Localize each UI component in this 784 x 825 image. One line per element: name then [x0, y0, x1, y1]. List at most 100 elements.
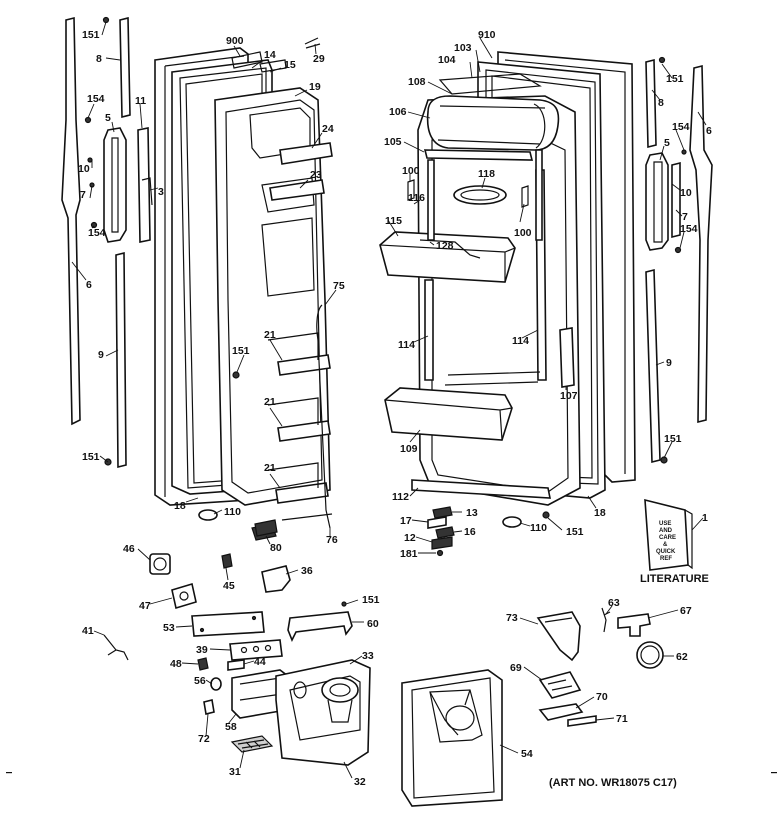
spring-63 — [601, 607, 611, 633]
callout-21-a: 21 — [264, 329, 276, 341]
callout-105: 105 — [384, 136, 402, 148]
callout-75: 75 — [333, 280, 345, 292]
callout-100-a: 100 — [402, 165, 420, 177]
callout-17: 17 — [400, 515, 412, 527]
callout-39: 39 — [196, 644, 208, 656]
callout-100-b: 100 — [514, 227, 532, 239]
freezer-door-shelf-23 — [269, 179, 325, 201]
callout-56: 56 — [194, 675, 206, 687]
leader-lines — [71, 21, 707, 779]
edge-mark-right — [771, 772, 777, 774]
callout-8-a: 8 — [96, 53, 102, 65]
freezer-door-shelf-21a — [277, 354, 331, 376]
callout-110-a: 110 — [224, 506, 241, 518]
callout-112: 112 — [392, 491, 409, 503]
callout-labels: 900 14 15 29 19 24 23 151 8 11 154 5 10 … — [78, 29, 712, 788]
literature-booklet-group: USE AND CARE & QUICK REF LITERATURE — [640, 498, 709, 585]
ice-chute-73 — [536, 611, 581, 662]
callout-108: 108 — [408, 76, 426, 88]
right-handle-mount — [671, 161, 681, 239]
callout-7-b: 7 — [682, 211, 688, 223]
callout-6-a: 6 — [86, 279, 92, 291]
callout-53: 53 — [163, 622, 175, 634]
callout-9-a: 9 — [98, 349, 104, 361]
left-handle-trim-6 — [61, 16, 81, 426]
door-bracket-67 — [617, 613, 651, 637]
callout-115: 115 — [385, 215, 402, 227]
callout-11: 11 — [135, 95, 146, 107]
callout-21-b: 21 — [264, 396, 276, 408]
art-number: (ART NO. WR18075 C17) — [549, 777, 677, 789]
callout-36: 36 — [301, 565, 313, 577]
callout-31: 31 — [229, 766, 241, 778]
booklet-line-2: AND — [659, 528, 673, 534]
booklet-line-5: QUICK — [656, 549, 676, 555]
callout-103: 103 — [454, 42, 472, 54]
callout-10-b: 10 — [680, 187, 692, 199]
callout-32: 32 — [354, 776, 366, 788]
left-handle-mount-11 — [137, 127, 151, 243]
callout-118: 118 — [478, 168, 495, 180]
callout-10-a: 10 — [78, 163, 90, 175]
callout-48: 48 — [170, 658, 182, 670]
callout-21-c: 21 — [264, 462, 276, 474]
callout-23: 23 — [310, 169, 322, 181]
dispenser-light-44 — [227, 659, 245, 671]
callout-3: 3 — [158, 186, 164, 198]
dispenser-cover-plate-53 — [191, 611, 265, 637]
fresh-food-door-group — [379, 51, 636, 557]
left-handle-cap-8 — [119, 16, 131, 119]
callout-33: 33 — [362, 650, 374, 662]
dispenser-board-39 — [229, 639, 283, 661]
fresh-food-door-stop — [502, 516, 522, 528]
callout-116: 116 — [408, 192, 425, 204]
edge-mark-left — [6, 772, 12, 774]
freezer-door-shelf-21b — [277, 420, 331, 442]
dispenser-lever-41 — [103, 634, 129, 661]
callout-151-g: 151 — [362, 594, 380, 606]
callout-9-b: 9 — [666, 357, 672, 369]
callout-151-e: 151 — [666, 73, 684, 85]
hinge-part-17 — [427, 516, 447, 529]
callout-114-b: 114 — [512, 335, 529, 347]
shelf-rail-114-left — [424, 279, 434, 381]
dairy-compartment-cover — [426, 95, 560, 151]
callout-910: 910 — [478, 29, 496, 41]
freezer-door-group — [154, 37, 333, 541]
callout-80: 80 — [270, 542, 282, 554]
hinge-part-13 — [432, 506, 453, 519]
left-door-trim-9 — [115, 251, 127, 469]
callout-67: 67 — [680, 605, 692, 617]
callout-110-b: 110 — [530, 522, 547, 534]
callout-114-a: 114 — [398, 339, 415, 351]
callout-15: 15 — [284, 59, 296, 71]
freezer-door-stop — [198, 509, 218, 521]
callout-107: 107 — [560, 390, 578, 402]
shelf-rail-100-left — [427, 159, 435, 241]
booklet-line-3: CARE — [659, 535, 676, 541]
callout-109: 109 — [400, 443, 418, 455]
callout-73: 73 — [506, 612, 518, 624]
right-door-trim-group — [645, 56, 713, 464]
dispenser-cover-54 — [401, 669, 503, 807]
booklet-line-4: & — [663, 542, 668, 548]
dispenser-funnel-33 — [321, 677, 359, 703]
callout-900: 900 — [226, 35, 244, 47]
callout-151-c: 151 — [232, 345, 250, 357]
water-tube — [316, 304, 331, 529]
dispenser-body-32 — [275, 659, 371, 766]
callout-6-b: 6 — [706, 125, 712, 137]
callout-54: 54 — [521, 748, 533, 760]
literature-label: LITERATURE — [640, 573, 709, 585]
shelf-divider-128 — [419, 239, 481, 259]
egg-tray — [453, 185, 507, 205]
dispenser-switch-45 — [221, 553, 233, 569]
bottom-trim-112 — [411, 479, 551, 499]
dispenser-nut-48 — [197, 657, 209, 671]
booklet-line-6: REF — [660, 556, 672, 562]
callout-151-a: 151 — [82, 29, 100, 41]
ice-door-69 — [538, 671, 582, 699]
door-shelf-bin-109 — [384, 387, 513, 441]
callout-154-d: 154 — [680, 223, 698, 235]
